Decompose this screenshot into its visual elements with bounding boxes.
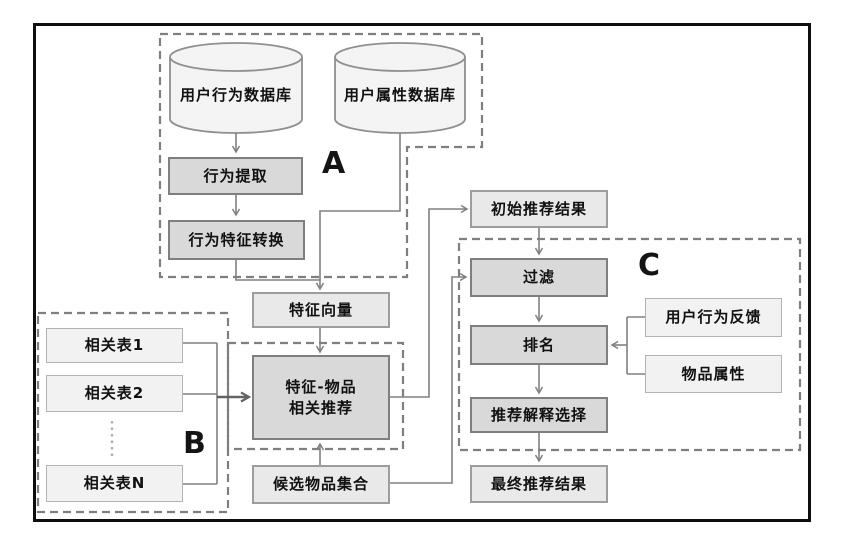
- node-related-table-2: 相关表2: [46, 375, 183, 412]
- node-final-recommendation-result: 最终推荐结果: [470, 465, 608, 503]
- section-c-frame: [457, 237, 802, 452]
- node-feature-item-recommendation: 特征-物品 相关推荐: [252, 355, 390, 440]
- node-candidate-item-set: 候选物品集合: [252, 465, 390, 504]
- user-behavior-db-label: 用户行为数据库: [179, 85, 292, 104]
- user-attribute-db-cylinder-icon: [334, 42, 466, 134]
- section-b-frame: [36, 311, 230, 514]
- node-feature-vector: 特征向量: [252, 292, 390, 328]
- node-related-table-n: 相关表N: [46, 465, 183, 502]
- user-behavior-db-cylinder-icon: [169, 42, 303, 134]
- node-feature-item-recommendation-line2: 相关推荐: [288, 398, 353, 417]
- section-b-label: B: [183, 426, 206, 461]
- node-initial-recommendation-result: 初始推荐结果: [470, 190, 608, 228]
- section-a-label: A: [322, 146, 346, 181]
- edge-conversion-merge: [235, 260, 320, 281]
- edge-feature-item-rec-to-initial-result: [390, 204, 469, 398]
- node-item-attributes: 物品属性: [645, 355, 782, 393]
- node-filter: 过滤: [470, 258, 608, 297]
- edge-attribute-db-to-feature-vector: [315, 133, 401, 291]
- node-behavior-feature-conversion: 行为特征转换: [168, 220, 305, 260]
- node-related-table-1: 相关表1: [46, 328, 183, 363]
- node-user-behavior-feedback: 用户行为反馈: [645, 298, 782, 337]
- section-c-label: C: [638, 248, 661, 283]
- diagram-outer-frame: [33, 23, 811, 522]
- node-behavior-extraction: 行为提取: [168, 157, 303, 195]
- section-a-frame: [158, 32, 484, 279]
- user-attribute-db-label: 用户属性数据库: [343, 85, 456, 104]
- node-ranking: 排名: [470, 325, 608, 365]
- edge-candidate-set-to-filter: [390, 272, 468, 484]
- node-recommendation-explanation-selection: 推荐解释选择: [470, 397, 608, 433]
- node-feature-item-recommendation-line1: 特征-物品: [285, 378, 357, 397]
